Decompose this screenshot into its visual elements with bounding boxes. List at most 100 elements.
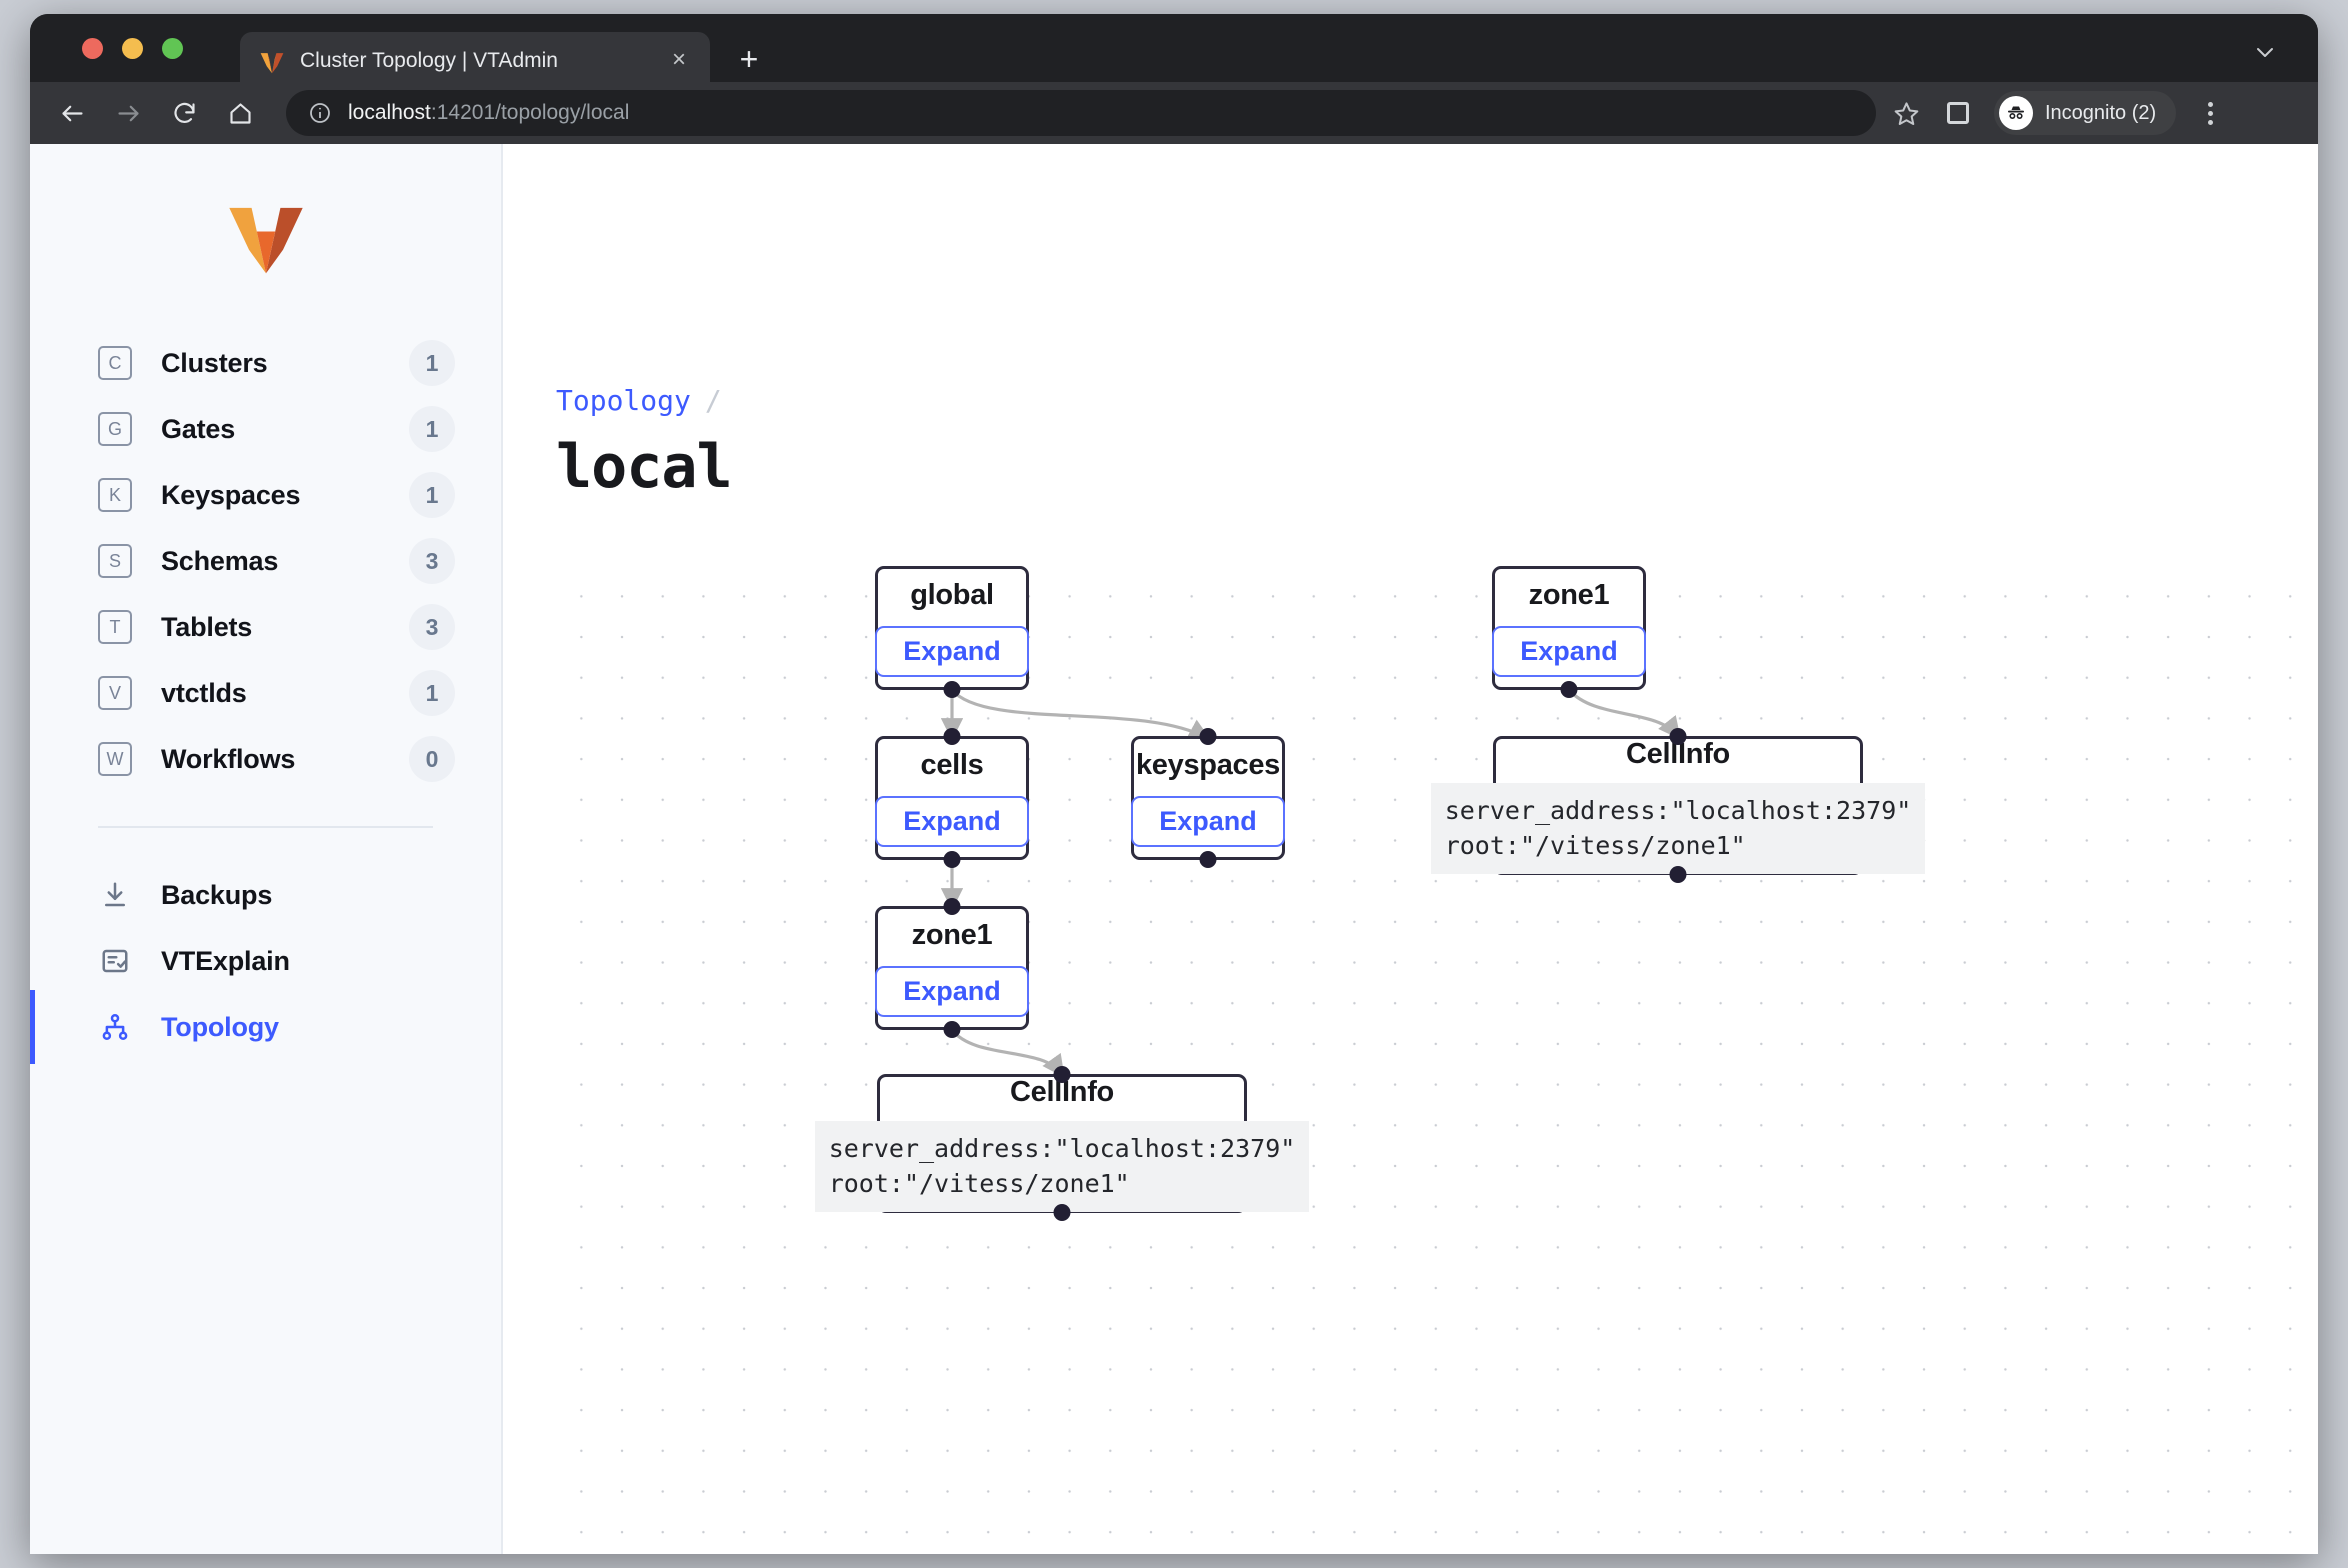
vtctlds-icon: V — [98, 676, 132, 710]
url-path: :14201/topology/local — [430, 101, 630, 124]
node-port-top — [1199, 728, 1217, 745]
topology-node-zone1-left[interactable]: zone1 Expand — [875, 898, 1029, 1038]
node-port-bottom — [1053, 1204, 1071, 1221]
maximize-window-button[interactable] — [162, 38, 183, 59]
bookmark-star-icon[interactable] — [1886, 93, 1926, 133]
sidebar-item-badge: 3 — [409, 538, 455, 584]
topology-graph-canvas[interactable]: global Expand cells Expand keyspaces Exp… — [556, 566, 2318, 1548]
sidebar-item-badge: 3 — [409, 604, 455, 650]
node-port-top — [943, 898, 961, 915]
sidebar-item-label: Workflows — [161, 743, 296, 774]
edge-zone1-cellinfo-bottom — [950, 1028, 1065, 1078]
topology-node-keyspaces[interactable]: keyspaces Expand — [1131, 728, 1285, 868]
breadcrumb-separator: / — [704, 384, 722, 417]
url-text: localhost:14201/topology/local — [348, 101, 629, 125]
sidebar-item-vtctlds[interactable]: V vtctlds 1 — [30, 660, 501, 726]
node-port-top — [943, 728, 961, 745]
sidebar-nav-list: C Clusters 1 G Gates 1 K Keyspaces 1 S S… — [30, 330, 501, 792]
node-title: zone1 — [911, 919, 993, 952]
browser-tab-active[interactable]: Cluster Topology | VTAdmin × — [240, 32, 710, 90]
sidebar-item-badge: 1 — [409, 472, 455, 518]
node-port-bottom — [1669, 866, 1687, 883]
sidebar-item-vtexplain[interactable]: VTExplain — [30, 928, 501, 994]
sidebar-item-label: Tablets — [161, 611, 253, 642]
sidebar-item-label: Topology — [161, 1011, 279, 1042]
minimize-window-button[interactable] — [122, 38, 143, 59]
browser-window: Cluster Topology | VTAdmin × + lo — [30, 14, 2318, 1554]
sidebar: C Clusters 1 G Gates 1 K Keyspaces 1 S S… — [30, 144, 503, 1554]
node-title: cells — [920, 749, 984, 782]
expand-button[interactable]: Expand — [875, 626, 1029, 677]
vitess-logo-icon — [258, 47, 286, 75]
profile-chip[interactable]: Incognito (2) — [1994, 91, 2177, 135]
sidebar-item-badge: 1 — [409, 406, 455, 452]
window-traffic-lights — [82, 38, 183, 59]
node-port-bottom — [943, 1021, 961, 1038]
profile-label: Incognito (2) — [2045, 101, 2157, 124]
sidebar-item-schemas[interactable]: S Schemas 3 — [30, 528, 501, 594]
browser-toolbar: localhost:14201/topology/local Incognito… — [30, 82, 2318, 144]
sidebar-tools-list: Backups VTExplain — [30, 862, 501, 1064]
edge-global-keyspaces — [950, 688, 1211, 741]
forward-button[interactable] — [106, 91, 150, 135]
graph-edges — [940, 688, 1681, 1078]
sidebar-item-badge: 1 — [409, 670, 455, 716]
tablets-icon: T — [98, 610, 132, 644]
sidebar-item-badge: 1 — [409, 340, 455, 386]
breadcrumb-topology-link[interactable]: Topology — [556, 384, 691, 417]
sidebar-item-workflows[interactable]: W Workflows 0 — [30, 726, 501, 792]
sidebar-item-badge: 0 — [409, 736, 455, 782]
page-title: local — [556, 432, 733, 502]
topology-node-cellinfo-right[interactable]: CellInfo server_address:"localhost:2379"… — [1430, 728, 1926, 883]
vitess-logo[interactable] — [30, 182, 501, 330]
expand-button[interactable]: Expand — [875, 796, 1029, 847]
workflows-icon: W — [98, 742, 132, 776]
topology-node-cellinfo-bottom[interactable]: CellInfo server_address:"localhost:2379"… — [814, 1066, 1310, 1221]
sidebar-item-clusters[interactable]: C Clusters 1 — [30, 330, 501, 396]
sidebar-divider — [98, 826, 433, 828]
close-window-button[interactable] — [82, 38, 103, 59]
edge-zone1-cellinfo-right — [1567, 688, 1681, 740]
main-content: Topology / local — [503, 144, 2318, 1554]
address-bar[interactable]: localhost:14201/topology/local — [286, 90, 1876, 136]
schemas-icon: S — [98, 544, 132, 578]
node-port-top — [1669, 728, 1687, 745]
active-indicator — [30, 990, 35, 1064]
browser-tab-title: Cluster Topology | VTAdmin — [300, 49, 558, 72]
reload-button[interactable] — [162, 91, 206, 135]
expand-button[interactable]: Expand — [1492, 626, 1646, 677]
close-tab-button[interactable]: × — [671, 46, 686, 73]
sidebar-item-keyspaces[interactable]: K Keyspaces 1 — [30, 462, 501, 528]
sidebar-item-label: VTExplain — [161, 945, 290, 976]
browser-menu-button[interactable] — [2188, 91, 2232, 135]
sidebar-item-backups[interactable]: Backups — [30, 862, 501, 928]
page-viewport: C Clusters 1 G Gates 1 K Keyspaces 1 S S… — [30, 144, 2318, 1554]
topology-node-global[interactable]: global Expand — [875, 566, 1029, 698]
tab-list-chevron-icon[interactable] — [2248, 40, 2282, 74]
sidebar-item-tablets[interactable]: T Tablets 3 — [30, 594, 501, 660]
side-panel-icon[interactable] — [1938, 93, 1978, 133]
url-host: localhost — [348, 101, 431, 124]
sidebar-item-label: Schemas — [161, 545, 279, 576]
home-button[interactable] — [218, 91, 262, 135]
node-port-bottom — [1560, 681, 1578, 698]
breadcrumb: Topology / — [556, 384, 722, 417]
incognito-avatar — [1999, 96, 2033, 130]
node-port-bottom — [1199, 851, 1217, 868]
node-title: keyspaces — [1135, 749, 1281, 782]
topology-icon — [98, 1010, 132, 1044]
site-info-icon[interactable] — [308, 101, 332, 125]
sidebar-item-topology[interactable]: Topology — [30, 990, 501, 1064]
topology-node-zone1-right[interactable]: zone1 Expand — [1492, 566, 1646, 698]
sidebar-item-gates[interactable]: G Gates 1 — [30, 396, 501, 462]
cellinfo-code-block: server_address:"localhost:2379" root:"/v… — [814, 1120, 1310, 1212]
new-tab-button[interactable]: + — [739, 41, 759, 77]
expand-button[interactable]: Expand — [875, 966, 1029, 1017]
node-title: zone1 — [1528, 579, 1610, 612]
back-button[interactable] — [50, 91, 94, 135]
expand-button[interactable]: Expand — [1131, 796, 1285, 847]
node-port-bottom — [943, 851, 961, 868]
sidebar-item-label: vtctlds — [161, 677, 247, 708]
topology-node-cells[interactable]: cells Expand — [875, 728, 1029, 868]
sidebar-item-label: Backups — [161, 879, 273, 910]
